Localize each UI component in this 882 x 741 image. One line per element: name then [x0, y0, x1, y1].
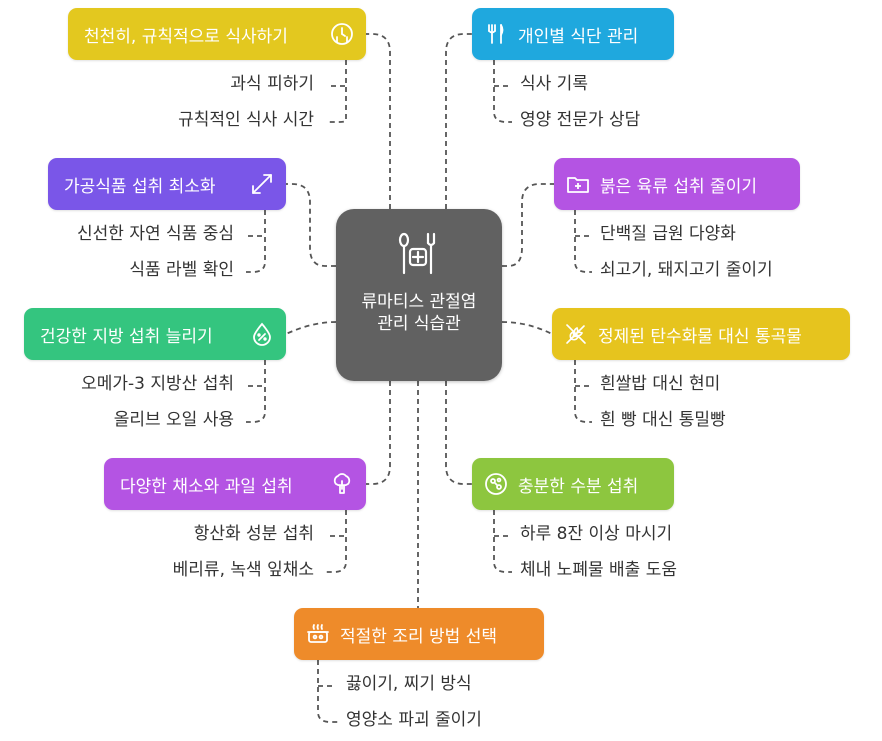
- central-topic-title: 류마티스 관절염 관리 식습관: [361, 292, 477, 334]
- branch-title: 충분한 수분 섭취: [518, 476, 639, 497]
- branch-9-item-1: 끓이기, 찌기 방식: [346, 674, 472, 694]
- branch-5-item-1: 오메가-3 지방산 섭취: [81, 374, 234, 394]
- percent-drop-icon: [250, 322, 274, 346]
- branch-vegetables-fruits: 다양한 채소와 과일 섭취: [104, 458, 366, 510]
- branch-1-item-1: 과식 피하기: [230, 74, 314, 94]
- connector-line: [574, 360, 592, 423]
- branch-minimize-processed-food: 가공식품 섭취 최소화: [48, 158, 286, 210]
- medical-folder-icon: [566, 172, 590, 196]
- branch-3-item-2: 식품 라벨 확인: [129, 260, 234, 280]
- branch-title: 정제된 탄수화물 대신 통곡물: [598, 326, 802, 347]
- branch-title: 가공식품 섭취 최소화: [64, 176, 216, 197]
- branch-cooking-method: 적절한 조리 방법 선택: [294, 608, 544, 660]
- connector-line: [493, 510, 512, 573]
- connector-line: [285, 321, 337, 335]
- branch-4-item-1: 단백질 급원 다양화: [600, 224, 736, 244]
- branch-title: 다양한 채소와 과일 섭취: [120, 476, 293, 497]
- connector-line: [246, 210, 266, 273]
- branch-2-item-1: 식사 기록: [520, 74, 588, 94]
- cooking-pot-icon: [306, 622, 330, 646]
- branch-5-item-2: 올리브 오일 사용: [113, 410, 234, 430]
- connector-line: [501, 321, 553, 335]
- branch-4-item-2: 쇠고기, 돼지고기 줄이기: [600, 260, 773, 280]
- branch-3-item-1: 신선한 자연 식품 중심: [77, 224, 234, 244]
- branch-healthy-fat: 건강한 지방 섭취 늘리기: [24, 308, 286, 360]
- branch-personal-diet: 개인별 식단 관리: [472, 8, 674, 60]
- branch-9-item-2: 영양소 파괴 줄이기: [346, 710, 482, 730]
- branch-8-item-1: 하루 8잔 이상 마시기: [520, 524, 673, 544]
- connector-line: [445, 33, 472, 209]
- connector-line: [246, 360, 266, 423]
- connector-line: [286, 183, 336, 267]
- utensils-icon: [484, 22, 508, 46]
- no-wheat-icon: [564, 322, 588, 346]
- central-topic: 류마티스 관절염 관리 식습관: [336, 209, 502, 381]
- connector-line: [317, 660, 338, 723]
- broccoli-icon: [330, 472, 354, 496]
- connector-line: [502, 183, 554, 267]
- connector-line: [493, 60, 512, 123]
- connector-line: [366, 381, 391, 485]
- branch-6-item-2: 흰 빵 대신 통밀빵: [600, 410, 726, 430]
- branch-title: 적절한 조리 방법 선택: [340, 626, 497, 647]
- connector-line: [328, 60, 347, 123]
- branch-reduce-red-meat: 붉은 육류 섭취 줄이기: [554, 158, 800, 210]
- branch-6-item-1: 흰쌀밥 대신 현미: [600, 374, 721, 394]
- branch-7-item-1: 항산화 성분 섭취: [193, 524, 314, 544]
- branch-7-item-2: 베리류, 녹색 잎채소: [172, 560, 314, 580]
- branch-hydration: 충분한 수분 섭취: [472, 458, 674, 510]
- connector-line: [326, 510, 347, 573]
- branch-2-item-2: 영양 전문가 상담: [520, 110, 641, 130]
- branch-8-item-2: 체내 노폐물 배출 도움: [520, 560, 677, 580]
- minimize-arrow-icon: [250, 172, 274, 196]
- branch-whole-grains: 정제된 탄수화물 대신 통곡물: [552, 308, 850, 360]
- branch-title: 붉은 육류 섭취 줄이기: [600, 176, 757, 197]
- connector-line: [445, 381, 472, 485]
- connector-line: [574, 210, 592, 273]
- branch-eat-slowly-regularly: 천천히, 규칙적으로 식사하기: [68, 8, 366, 60]
- fork-knife-medical-icon: [396, 231, 442, 277]
- water-molecule-icon: [484, 472, 508, 496]
- branch-title: 개인별 식단 관리: [518, 26, 639, 47]
- connector-line: [366, 33, 391, 209]
- branch-1-item-2: 규칙적인 식사 시간: [178, 110, 314, 130]
- clock-fork-icon: [330, 22, 354, 46]
- branch-title: 건강한 지방 섭취 늘리기: [40, 326, 213, 347]
- branch-title: 천천히, 규칙적으로 식사하기: [84, 26, 288, 47]
